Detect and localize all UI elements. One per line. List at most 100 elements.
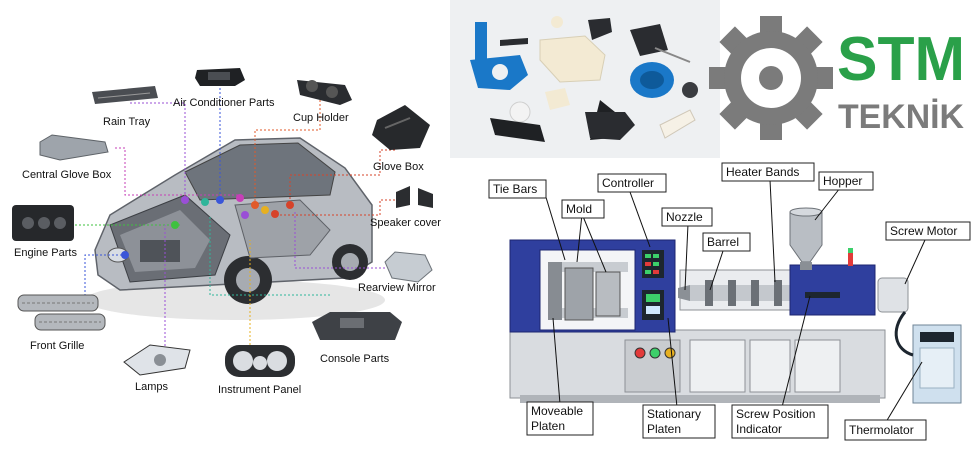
front-grille-part-icon: [17, 294, 106, 331]
base-buttons: [634, 347, 676, 359]
label-air-conditioner-parts: Air Conditioner Parts: [173, 97, 275, 109]
controller-panel: [638, 245, 668, 325]
heater-band-4: [774, 280, 782, 306]
car-label-texts: Rain Tray Air Conditioner Parts Cup Hold…: [14, 97, 441, 396]
label-lamps: Lamps: [135, 381, 169, 393]
label-central-glove-box: Central Glove Box: [22, 169, 112, 181]
heater-band-2: [728, 280, 736, 306]
black-connector-part: [630, 24, 668, 56]
plastic-parts-photo: [450, 0, 720, 158]
cream-cap-part: [551, 16, 563, 28]
moveable-platen-block: [548, 262, 562, 320]
pointer-nozzle: [684, 223, 689, 291]
black-clip-part: [588, 18, 612, 40]
hopper: [789, 207, 853, 270]
pointer-controller: [629, 191, 651, 248]
machine-pointers: [544, 179, 926, 423]
label-screw-position-indicator-line1: Screw Position: [736, 407, 815, 421]
car-part-thumbnails: [12, 68, 433, 377]
pointer-mold-1: [576, 213, 583, 263]
label-speaker-cover: Speaker cover: [370, 217, 441, 229]
label-screw-motor: Screw Motor: [890, 224, 957, 238]
leader-rearview-mirror: [294, 210, 385, 269]
barrel: [690, 285, 790, 301]
screw-motor: [877, 277, 909, 313]
label-hopper: Hopper: [823, 174, 862, 188]
machine-base: [509, 329, 886, 403]
car-leaders: [75, 80, 395, 356]
pointer-tie-bars: [544, 193, 566, 261]
blue-clip-part: [470, 22, 528, 90]
pointer-heater-bands: [769, 179, 776, 283]
white-wedge-part: [659, 109, 696, 139]
console-parts-part-icon: [312, 312, 402, 340]
pointer-thermolator: [885, 361, 923, 423]
car-panel: Rain Tray Air Conditioner Parts Cup Hold…: [12, 68, 441, 396]
gear-icon: [709, 16, 833, 140]
rearview-mirror-part-icon: [384, 251, 433, 283]
leader-front-grille: [84, 254, 125, 300]
signal-light: [848, 252, 853, 266]
air-conditioner-part-icon: [195, 68, 245, 86]
car-illustration: [85, 137, 385, 320]
pointer-hopper: [814, 187, 841, 221]
leader-cup-holder: [254, 100, 321, 205]
screw-position-display: [805, 292, 840, 298]
pointer-mold-2: [581, 213, 607, 273]
black-grommet-part: [682, 82, 698, 98]
lamps-part-icon: [123, 344, 191, 376]
label-heater-bands: Heater Bands: [726, 165, 799, 179]
label-moveable-platen-line1: Moveable: [531, 404, 583, 418]
rain-tray-part-icon: [92, 86, 158, 104]
label-cup-holder: Cup Holder: [293, 112, 349, 124]
label-rearview-mirror: Rearview Mirror: [358, 282, 436, 294]
engine-parts-part-icon: [12, 205, 74, 241]
label-tie-bars: Tie Bars: [493, 182, 537, 196]
label-barrel: Barrel: [707, 235, 739, 249]
glove-box-part-icon: [372, 105, 430, 150]
nozzle: [678, 285, 690, 301]
injection-housing: [789, 264, 876, 316]
label-glove-box: Glove Box: [373, 161, 424, 173]
label-console-parts: Console Parts: [320, 353, 390, 365]
injection-machine-panel: Tie Bars Mold Controller Nozzle Heater B…: [488, 162, 971, 441]
label-moveable-platen-line2: Platen: [531, 419, 565, 433]
logo-stm-text: STM: [837, 25, 965, 94]
leader-central-glove-box: [115, 147, 240, 196]
heater-band-1: [705, 280, 713, 306]
metal-pin-part: [654, 47, 691, 63]
car-leader-dots: [121, 194, 294, 259]
cream-block-part: [545, 88, 570, 110]
pointer-barrel: [709, 247, 725, 291]
label-front-grille: Front Grille: [30, 340, 84, 352]
base-cabinet-1: [689, 339, 746, 393]
mold-half-right: [595, 271, 621, 317]
injection-unit: [678, 264, 909, 316]
base-cabinet-3: [794, 339, 841, 393]
label-stationary-platen-line1: Stationary: [647, 407, 701, 421]
pointer-screw-position-indicator: [781, 295, 811, 408]
pointer-screw-motor: [904, 239, 926, 285]
label-thermolator: Thermolator: [849, 423, 914, 437]
label-controller: Controller: [602, 176, 654, 190]
logo-teknik-text: TEKNİK: [838, 98, 964, 136]
pointer-moveable-platen: [552, 317, 561, 405]
leader-glove-box: [289, 149, 395, 205]
black-strip-part: [500, 38, 528, 46]
label-engine-parts: Engine Parts: [14, 247, 77, 259]
instrument-panel-part-icon: [225, 345, 295, 377]
black-arm-part: [490, 118, 545, 142]
pointer-stationary-platen: [667, 317, 678, 408]
white-ring-part: [509, 101, 531, 123]
label-instrument-panel: Instrument Panel: [218, 384, 301, 396]
central-glove-box-part-icon: [39, 134, 109, 161]
machine-label-boxes: Tie Bars Mold Controller Nozzle Heater B…: [488, 162, 971, 441]
label-nozzle: Nozzle: [666, 210, 703, 224]
tie-bar-top: [548, 262, 628, 272]
heater-band-3: [751, 280, 759, 306]
cream-bracket-part: [539, 35, 606, 83]
mold-half-left: [564, 267, 594, 321]
label-stationary-platen-line2: Platen: [647, 422, 681, 436]
base-cabinet-2: [749, 339, 791, 393]
